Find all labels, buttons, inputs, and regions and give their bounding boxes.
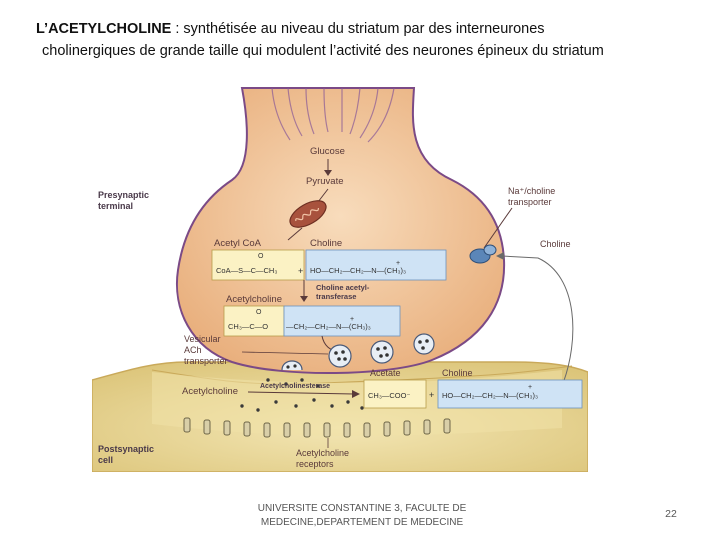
choline-formula: HO—CH₂—CH₂—N—(CH₃)₃ xyxy=(310,266,406,275)
synaptic-vesicle xyxy=(413,333,435,355)
cell-label: cell xyxy=(98,455,113,465)
choline-formula-b: HO—CH₂—CH₂—N—(CH₃)₃ xyxy=(442,391,538,400)
n-charge-3: + xyxy=(528,384,532,391)
receptors-label-1: Acetylcholine xyxy=(296,448,349,458)
ach-acetyl-box xyxy=(223,305,285,337)
vesicular-label-2: ACh xyxy=(184,345,202,355)
acetylcholine-synapse-diagram: Glucose Pyruvate Presynaptic terminal Na… xyxy=(92,87,588,472)
choline-return-arrow-head xyxy=(496,252,504,260)
n-charge-1: + xyxy=(396,260,400,267)
title-line-2: cholinergiques de grande taille qui modu… xyxy=(42,43,604,59)
acetate-formula: CH₃—COO⁻ xyxy=(368,391,410,400)
cat-arrow-head xyxy=(300,296,308,302)
ach-choline-box xyxy=(283,305,401,337)
slide-footer: UNIVERSITE CONSTANTINE 3, FACULTE DE MED… xyxy=(257,503,467,528)
carbonyl-o-1: O xyxy=(258,253,264,260)
na-transporter-label-1: Na⁺/choline xyxy=(508,186,555,196)
terminal-label: terminal xyxy=(98,201,133,211)
acetate-label: Acetate xyxy=(370,368,401,378)
title-rest: : synthétisée au niveau du striatum par … xyxy=(171,21,545,37)
plus-sign-1: + xyxy=(298,266,303,276)
n-charge-2: + xyxy=(350,316,354,323)
carbonyl-o-2: O xyxy=(256,309,262,316)
choline-bottom-label: Choline xyxy=(442,368,473,378)
receptors-label-2: receptors xyxy=(296,459,334,469)
axon-filaments xyxy=(271,87,395,143)
choline-top-label: Choline xyxy=(310,238,342,249)
acetylcholine-cleft-label: Acetylcholine xyxy=(182,386,238,397)
acetylcholine-mid-label: Acetylcholine xyxy=(226,294,282,305)
synaptic-vesicle xyxy=(370,340,394,364)
glucose-label: Glucose xyxy=(310,146,345,157)
vesicular-label-1: Vesicular xyxy=(184,334,221,344)
acetylcholine-receptors xyxy=(183,417,451,438)
acetyl-coa-label: Acetyl CoA xyxy=(214,238,262,249)
ach-formula-right: —CH₂—CH₂—N—(CH₃)₃ xyxy=(286,322,371,331)
exocytosis-vesicle xyxy=(281,360,303,371)
pyruvate-arrow xyxy=(317,188,329,203)
synaptic-vesicle xyxy=(328,344,352,368)
ach-formula-left: CH₃—C—O xyxy=(228,322,268,331)
cat-label-1: Choline acetyl- xyxy=(316,283,370,292)
title-bold: L’ACETYLCHOLINE xyxy=(36,21,172,37)
acetate-box xyxy=(363,379,427,409)
glucose-arrow-head xyxy=(324,170,332,176)
ach-molecules xyxy=(240,378,364,412)
plus-sign-2: + xyxy=(429,390,434,400)
mitochondrion-icon xyxy=(289,200,327,228)
choline-transporter-icon xyxy=(469,244,497,264)
choline-right-label: Choline xyxy=(540,239,571,249)
presynaptic-terminal xyxy=(176,87,506,375)
acetyl-coa-box xyxy=(211,249,305,281)
slide-title: L’ACETYLCHOLINE : synthétisée au niveau … xyxy=(36,18,696,62)
pyruvate-label: Pyruvate xyxy=(306,176,344,187)
title-line-1: L’ACETYLCHOLINE : synthétisée au niveau … xyxy=(36,18,696,40)
ache-label: Acetylcholinesterase xyxy=(260,383,330,390)
coa-formula: CoA—S—C—CH₃ xyxy=(216,266,277,275)
choline-bottom-box xyxy=(437,379,583,409)
choline-return-arrow xyxy=(501,255,574,387)
presynaptic-label: Presynaptic xyxy=(98,190,149,200)
vesicular-label-3: transporter xyxy=(184,356,228,366)
choline-box xyxy=(305,249,447,281)
cat-label-2: transferase xyxy=(316,292,356,301)
page-number: 22 xyxy=(665,508,677,520)
cleft-arrow xyxy=(247,391,355,395)
mito-arrow xyxy=(287,227,303,241)
vesicular-pointer xyxy=(241,351,329,355)
transporter-pointer xyxy=(483,207,513,249)
postsynaptic-label: Postsynaptic xyxy=(98,444,154,454)
cleft-arrow-head xyxy=(352,390,360,398)
na-transporter-label-2: transporter xyxy=(508,197,552,207)
